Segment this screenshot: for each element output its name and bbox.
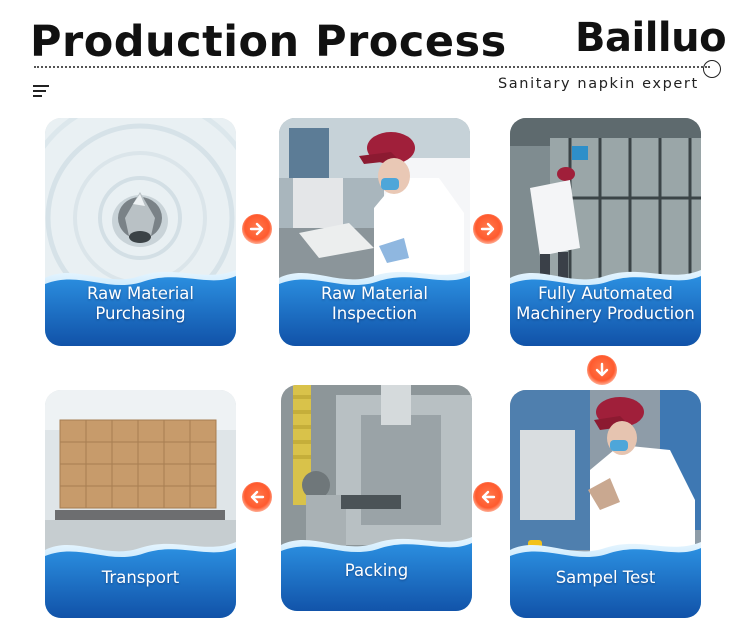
step-card-raw-material-inspection: Raw Material Inspection: [279, 118, 470, 346]
step-card-sampel-test: Sampel Test: [510, 390, 701, 618]
step-label-line2: Machinery Production: [516, 304, 695, 323]
step-label-line2: Purchasing: [95, 304, 186, 323]
step-label: Sampel Test: [555, 568, 656, 587]
page-title: Production Process: [30, 17, 507, 67]
step-card-automated-production: Fully Automated Machinery Production: [510, 118, 701, 346]
brand-logo: Bailluo: [575, 15, 727, 61]
step-label-line1: Fully Automated: [538, 284, 673, 303]
arrow-left-icon: [473, 482, 503, 512]
arrow-right-icon: [242, 214, 272, 244]
step-card-raw-material-purchasing: Raw Material Purchasing: [45, 118, 236, 346]
step-label: Transport: [101, 568, 180, 587]
step-label-line2: Inspection: [331, 304, 418, 323]
step-label: Packing: [344, 561, 409, 580]
brand-tagline: Sanitary napkin expert: [498, 76, 699, 92]
menu-icon: [33, 85, 49, 97]
divider: [34, 66, 710, 68]
step-card-packing: Packing: [281, 385, 472, 611]
step-card-transport: Transport: [45, 390, 236, 618]
logo-ring-icon: [703, 60, 721, 78]
step-label-line1: Raw Material: [321, 284, 428, 303]
arrow-down-icon: [587, 355, 617, 385]
arrow-right-icon: [473, 214, 503, 244]
step-label-line1: Raw Material: [87, 284, 194, 303]
arrow-left-icon: [242, 482, 272, 512]
